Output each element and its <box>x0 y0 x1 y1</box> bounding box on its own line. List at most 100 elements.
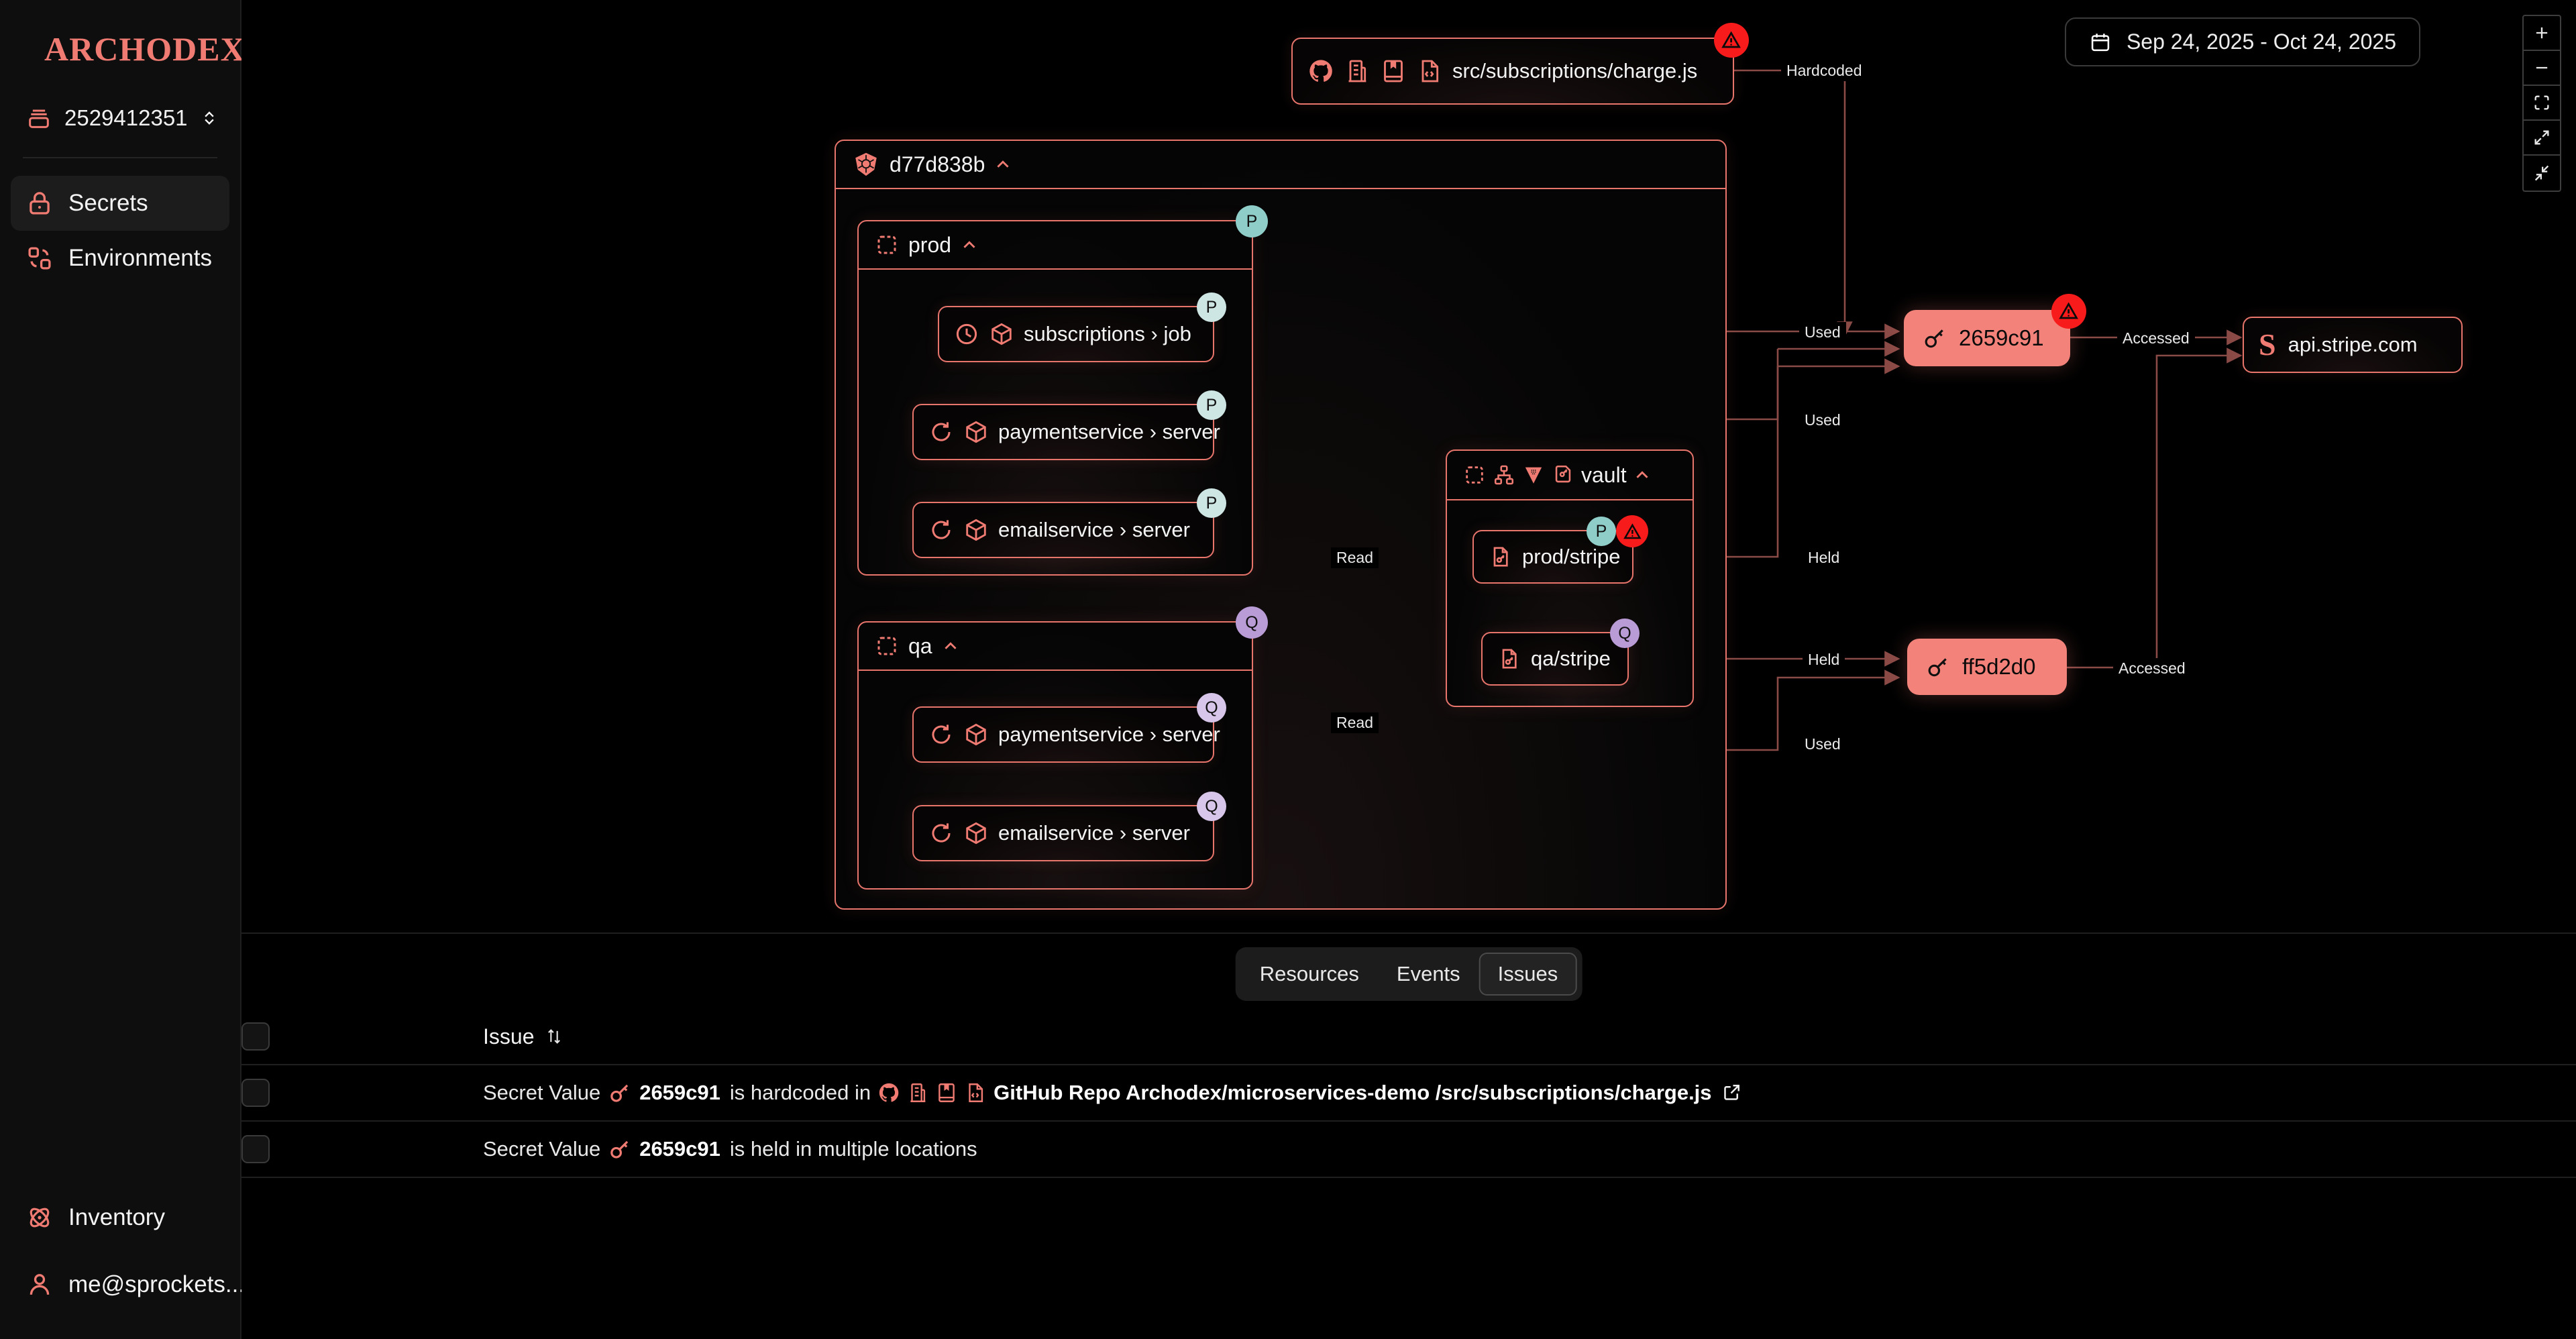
vault-header[interactable]: vault <box>1447 451 1693 500</box>
warning-triangle-icon <box>1623 523 1642 539</box>
secret-value-box[interactable]: 2659c91 <box>1904 310 2070 366</box>
warning-badge[interactable] <box>2051 294 2086 329</box>
calendar-icon <box>2091 33 2110 51</box>
key-icon <box>610 1084 629 1102</box>
tab-issues[interactable]: Issues <box>1479 953 1577 996</box>
secret-box[interactable]: qa/stripe <box>1481 632 1629 686</box>
workload-box[interactable]: emailservice › server <box>912 805 1214 861</box>
namespace-prod-header[interactable]: prod <box>859 221 1252 270</box>
sidebar-item-environments[interactable]: Environments <box>11 231 229 286</box>
warning-badge[interactable] <box>1616 515 1648 547</box>
edge-label-hardcoded: Hardcoded <box>1781 60 1868 81</box>
namespace-icon <box>1466 466 1483 484</box>
sidebar-nav: Secrets Environments <box>0 176 240 286</box>
main-content: src/subscriptions/charge.js <box>241 0 2576 1339</box>
graph-node-endpoint[interactable]: S api.stripe.com <box>2243 317 2463 373</box>
graph-canvas[interactable]: src/subscriptions/charge.js <box>241 0 2576 932</box>
environments-icon <box>28 247 51 270</box>
org-selector[interactable]: 2529412351 <box>23 99 220 137</box>
cluster-label: d77d838b <box>890 152 985 176</box>
file-node-box[interactable]: src/subscriptions/charge.js <box>1291 38 1734 105</box>
graph-node-workload[interactable]: paymentservice › server P <box>912 390 1226 460</box>
namespace-icon <box>877 637 896 655</box>
edge-label-used: Used <box>1799 410 1846 431</box>
org-name: 2529412351 <box>64 105 188 130</box>
graph-node-secret-qa-stripe[interactable]: qa/stripe Q <box>1481 619 1640 686</box>
table-row[interactable]: Secret Value 2659c91 is held in multiple… <box>241 1122 2576 1178</box>
expand-arrows-icon <box>2534 130 2549 145</box>
graph-node-workload[interactable]: emailservice › server P <box>912 488 1226 558</box>
graph-node-workload[interactable]: subscriptions › job P <box>938 292 1226 362</box>
env-badge: Q <box>1197 693 1226 722</box>
external-link-icon[interactable] <box>1721 1083 1741 1103</box>
graph-node-file[interactable]: src/subscriptions/charge.js <box>1291 23 1749 105</box>
chevron-up-icon[interactable] <box>1633 466 1651 484</box>
sort-icon[interactable] <box>545 1027 564 1046</box>
secret-value-box[interactable]: ff5d2d0 <box>1907 639 2067 695</box>
brand-logo: ARCHODEX <box>0 0 245 68</box>
select-all-checkbox[interactable] <box>241 1022 270 1051</box>
chevron-up-icon[interactable] <box>994 156 1012 173</box>
fit-view-icon <box>2534 95 2549 110</box>
workload-label: paymentservice › server <box>998 722 1220 746</box>
expand-all-button[interactable] <box>2524 121 2560 156</box>
workload-box[interactable]: paymentservice › server <box>912 404 1220 460</box>
env-badge: Q <box>1197 792 1226 821</box>
env-badge: P <box>1587 517 1616 546</box>
chevron-up-icon[interactable] <box>942 637 959 655</box>
sidebar-item-secrets[interactable]: Secrets <box>11 176 229 231</box>
code-file-icon <box>969 1083 983 1102</box>
issues-table: Issue Secret Value 2659c91 is hard <box>241 1009 2576 1178</box>
endpoint-box[interactable]: S api.stripe.com <box>2243 317 2463 373</box>
date-range-picker[interactable]: Sep 24, 2025 - Oct 24, 2025 <box>2064 17 2420 66</box>
user-email: me@sprockets... <box>68 1271 246 1297</box>
workload-box[interactable]: paymentservice › server <box>912 706 1220 763</box>
edge-label-used: Used <box>1799 734 1846 755</box>
sidebar-item-inventory[interactable]: Inventory <box>0 1191 240 1244</box>
user-account-selector[interactable]: me@sprockets... <box>0 1258 281 1311</box>
env-badge: P <box>1197 390 1226 420</box>
graph-node-secret-prod-stripe[interactable]: prod/stripe P <box>1472 515 1648 584</box>
date-range-value: Sep 24, 2025 - Oct 24, 2025 <box>2126 30 2396 54</box>
issue-middle-text: is hardcoded in <box>729 1081 871 1104</box>
plus-icon <box>2536 27 2548 39</box>
issue-suffix-text: is held in multiple locations <box>729 1137 977 1161</box>
graph-node-workload[interactable]: paymentservice › server Q <box>912 693 1226 763</box>
env-badge-prod: P <box>1236 205 1268 237</box>
secret-box[interactable]: prod/stripe <box>1472 530 1633 584</box>
fit-view-button[interactable] <box>2524 86 2560 121</box>
secret-label: qa/stripe <box>1531 647 1611 670</box>
workload-box[interactable]: emailservice › server <box>912 502 1214 558</box>
brand-name: ARCHODEX <box>44 30 246 68</box>
table-row[interactable]: Secret Value 2659c91 is hardcoded in <box>241 1065 2576 1122</box>
namespace-label: qa <box>908 633 932 658</box>
organization-icon <box>910 1083 926 1102</box>
workload-box[interactable]: subscriptions › job <box>938 306 1214 362</box>
workload-label: emailservice › server <box>998 518 1190 541</box>
secret-label: prod/stripe <box>1522 545 1621 568</box>
chevron-up-icon[interactable] <box>961 236 978 254</box>
row-checkbox[interactable] <box>241 1135 270 1163</box>
zoom-in-button[interactable] <box>2524 16 2560 51</box>
table-header-row: Issue <box>241 1009 2576 1065</box>
graph-node-secret-value-1[interactable]: 2659c91 <box>1904 294 2086 366</box>
sidebar-item-label: Inventory <box>68 1204 165 1230</box>
namespace-icon <box>877 235 896 254</box>
cluster-header[interactable]: d77d838b <box>836 141 1725 189</box>
cube-icon <box>966 723 986 746</box>
graph-node-workload[interactable]: emailservice › server Q <box>912 792 1226 861</box>
namespace-qa-header[interactable]: qa <box>859 623 1252 671</box>
zoom-out-button[interactable] <box>2524 51 2560 86</box>
tab-resources[interactable]: Resources <box>1259 962 1359 985</box>
collapse-all-button[interactable] <box>2524 156 2560 191</box>
tab-events[interactable]: Events <box>1396 962 1460 985</box>
database-icon <box>29 109 49 128</box>
row-checkbox[interactable] <box>241 1079 270 1107</box>
user-icon <box>30 1274 50 1295</box>
github-icon <box>879 1083 899 1102</box>
issue-link-text[interactable]: GitHub Repo Archodex/microservices-demo … <box>994 1081 1712 1104</box>
warning-badge[interactable] <box>1714 23 1749 58</box>
secret-value-label: 2659c91 <box>1959 325 2044 350</box>
graph-node-secret-value-2[interactable]: ff5d2d0 <box>1907 639 2067 695</box>
organization-icon <box>1348 60 1366 83</box>
